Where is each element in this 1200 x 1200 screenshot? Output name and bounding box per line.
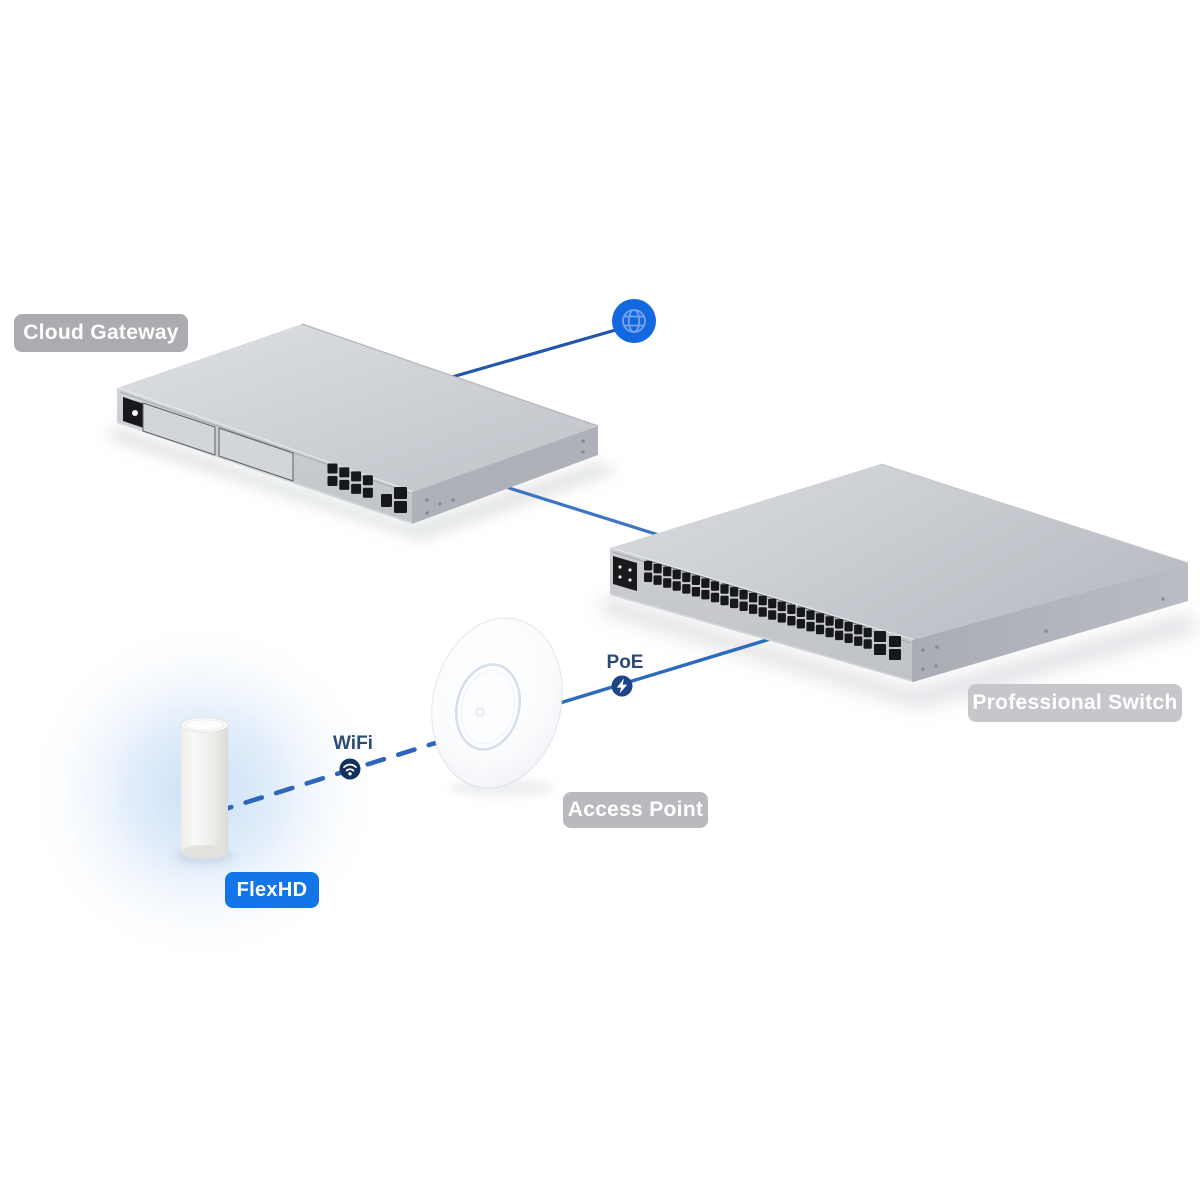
link-internet-gateway <box>450 325 628 379</box>
wifi-icon <box>339 758 361 780</box>
globe-icon <box>612 299 656 343</box>
link-accesspoint-flexhd-dashed <box>219 737 448 813</box>
flexhd-label: FlexHD <box>236 878 308 901</box>
professional-switch-badge: Professional Switch <box>968 684 1182 722</box>
access-point-logo-mark <box>475 707 485 717</box>
cloud-gateway-badge: Cloud Gateway <box>14 314 188 352</box>
switch-ethernet-ports <box>644 561 872 649</box>
link-gateway-switch <box>507 486 664 538</box>
switch-sfp-ports <box>874 631 901 660</box>
gateway-wan-sfp-ports <box>381 487 407 513</box>
gateway-ethernet-ports <box>327 463 373 498</box>
wifi-link-label: WiFi <box>333 733 373 754</box>
connection-lines <box>219 325 782 813</box>
poe-link-label: PoE <box>606 652 644 673</box>
switch-screws <box>921 597 1165 671</box>
access-point-device <box>431 617 563 789</box>
gateway-screws <box>425 439 585 515</box>
cloud-gateway-device <box>116 323 599 524</box>
access-point-label: Access Point <box>567 798 704 821</box>
professional-switch-device <box>609 463 1189 682</box>
access-point-badge: Access Point <box>563 792 708 828</box>
lightning-bolt-icon <box>611 675 633 697</box>
professional-switch-label: Professional Switch <box>972 691 1178 714</box>
flexhd-device <box>180 717 229 859</box>
flexhd-badge: FlexHD <box>225 872 319 908</box>
switch-power-inlet <box>613 556 637 591</box>
link-switch-accesspoint <box>548 634 782 708</box>
gateway-power-button <box>123 397 147 429</box>
cloud-gateway-label: Cloud Gateway <box>23 321 179 344</box>
gateway-drive-bays <box>142 402 294 482</box>
